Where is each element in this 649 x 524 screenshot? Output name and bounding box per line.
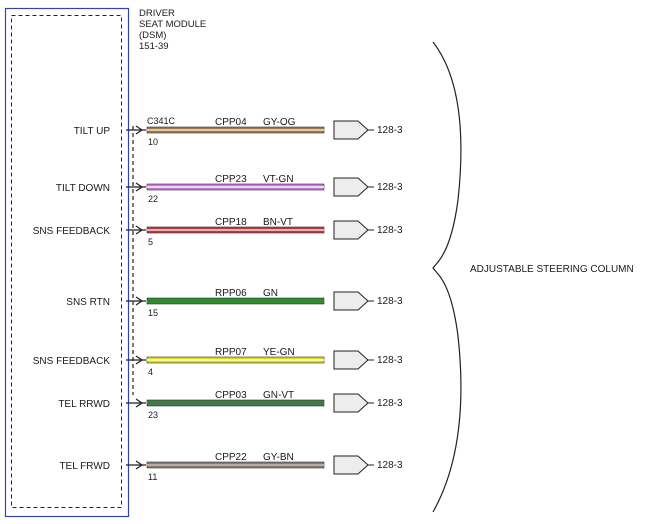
ref-label: 128-3 xyxy=(377,296,403,307)
signal-label: TILT DOWN xyxy=(56,183,110,194)
pin-arrow xyxy=(135,296,144,306)
pin-number: 11 xyxy=(148,472,157,482)
connector-flag xyxy=(333,291,369,311)
wire-stripe xyxy=(147,129,324,131)
signal-label: TEL RRWD xyxy=(58,399,110,410)
pin-number: 10 xyxy=(148,137,158,147)
color-code-label: GN-VT xyxy=(263,390,294,401)
steering-column-brace xyxy=(432,41,462,513)
ref-label: 128-3 xyxy=(377,225,403,236)
connector-flag xyxy=(333,120,369,140)
wire-stripe xyxy=(147,464,324,466)
signal-label: SNS FEEDBACK xyxy=(33,356,111,367)
color-code-label: YE-GN xyxy=(263,347,295,358)
color-code-label: BN-VT xyxy=(263,217,293,228)
wire-stripe xyxy=(147,300,324,302)
ref-label: 128-3 xyxy=(377,355,403,366)
module-inner-dashed xyxy=(11,15,122,508)
pin-arrow xyxy=(135,125,144,135)
circuit-label: CPP03 xyxy=(215,390,247,401)
color-code-label: GY-OG xyxy=(263,117,296,128)
signal-label: SNS FEEDBACK xyxy=(33,226,111,237)
color-code-label: GN xyxy=(263,288,278,299)
pin-number: 15 xyxy=(148,308,158,318)
circuit-label: CPP04 xyxy=(215,117,247,128)
pin-arrow xyxy=(135,355,144,365)
pin-number: 4 xyxy=(148,367,153,377)
color-code-label: VT-GN xyxy=(263,174,294,185)
wire-stripe xyxy=(147,186,324,188)
module-title-line-2: SEAT MODULE xyxy=(139,19,206,30)
circuit-label: CPP22 xyxy=(215,452,247,463)
connector-flag xyxy=(333,455,369,475)
module-title-line-1: DRIVER xyxy=(139,8,175,19)
signal-label: TILT UP xyxy=(74,126,111,137)
wire-stripe xyxy=(147,359,324,361)
ref-label: 128-3 xyxy=(377,398,403,409)
module-box xyxy=(4,7,130,518)
circuit-label: RPP07 xyxy=(215,347,247,358)
pin-number: 22 xyxy=(148,194,158,204)
pin-arrow xyxy=(135,182,144,192)
signal-label: SNS RTN xyxy=(66,297,110,308)
circuit-label: CPP23 xyxy=(215,174,247,185)
pin-number: 5 xyxy=(148,237,153,247)
module-title-line-4: 151-39 xyxy=(139,41,169,52)
pin-arrow xyxy=(135,460,144,470)
connector-label: C341C xyxy=(147,116,176,126)
circuit-label: RPP06 xyxy=(215,288,247,299)
color-code-label: GY-BN xyxy=(263,452,294,463)
connector-flag xyxy=(333,393,369,413)
wire-stripe xyxy=(147,229,324,231)
module-title-line-3: (DSM) xyxy=(139,30,166,41)
connector-flag xyxy=(333,350,369,370)
ref-label: 128-3 xyxy=(377,182,403,193)
connector-flag xyxy=(333,220,369,240)
destination-label: ADJUSTABLE STEERING COLUMN xyxy=(470,264,634,275)
pin-arrow xyxy=(135,398,144,408)
circuit-label: CPP18 xyxy=(215,217,247,228)
ref-label: 128-3 xyxy=(377,125,403,136)
signal-label: TEL FRWD xyxy=(59,461,110,472)
connector-flag xyxy=(333,177,369,197)
pin-arrow xyxy=(135,225,144,235)
pin-number: 23 xyxy=(148,410,158,420)
wire-stripe xyxy=(147,402,324,404)
ref-label: 128-3 xyxy=(377,460,403,471)
